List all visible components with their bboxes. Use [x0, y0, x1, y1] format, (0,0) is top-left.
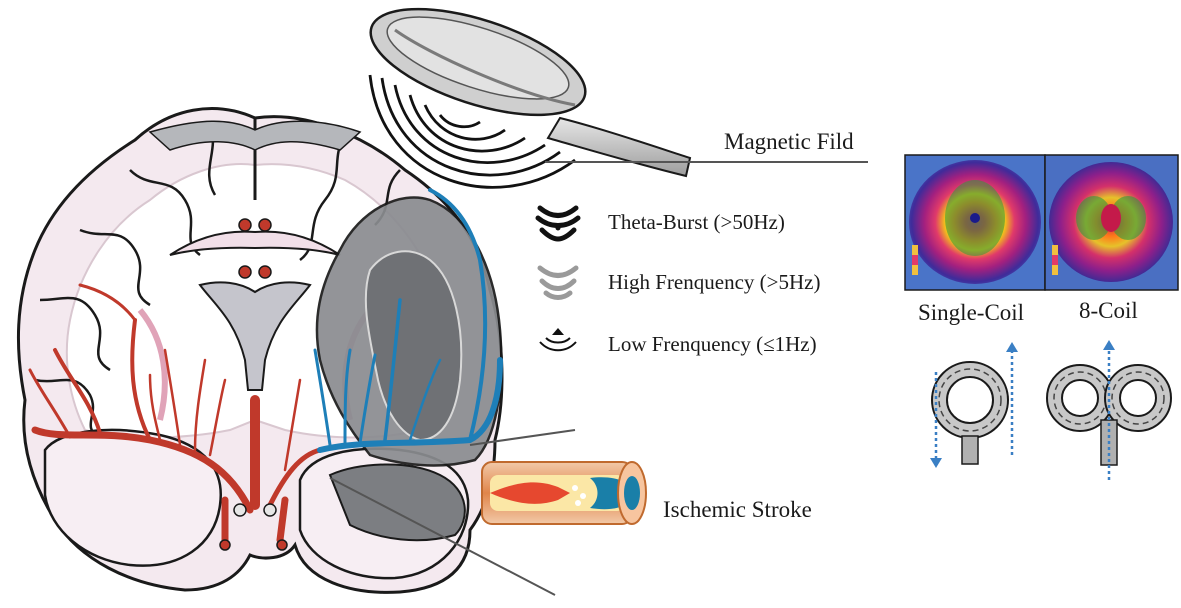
eight-coil-diagram — [1047, 340, 1171, 480]
high-frequency-wave-icon — [540, 268, 576, 298]
tms-coil-device — [359, 0, 690, 176]
single-coil-diagram — [930, 342, 1018, 468]
single-coil-label: Single-Coil — [918, 300, 1024, 326]
occluded-artery-icon — [482, 462, 646, 524]
theta-burst-legend-label: Theta-Burst (>50Hz) — [608, 210, 785, 235]
low-frequency-legend-label: Low Frenquency (≤1Hz) — [608, 332, 817, 357]
eight-coil-heatmap — [1045, 155, 1178, 290]
coil-handle — [548, 118, 690, 176]
eight-coil-label: 8-Coil — [1079, 298, 1138, 324]
high-frequency-legend-label: High Frenquency (>5Hz) — [608, 270, 820, 295]
magnetic-field-label: Magnetic Fild — [724, 129, 854, 155]
theta-burst-wave-icon — [538, 208, 578, 239]
low-frequency-wave-icon — [540, 328, 576, 350]
single-coil-heatmap — [905, 155, 1045, 290]
brain-coronal-section — [18, 109, 502, 593]
ischemic-stroke-label: Ischemic Stroke — [663, 497, 812, 523]
